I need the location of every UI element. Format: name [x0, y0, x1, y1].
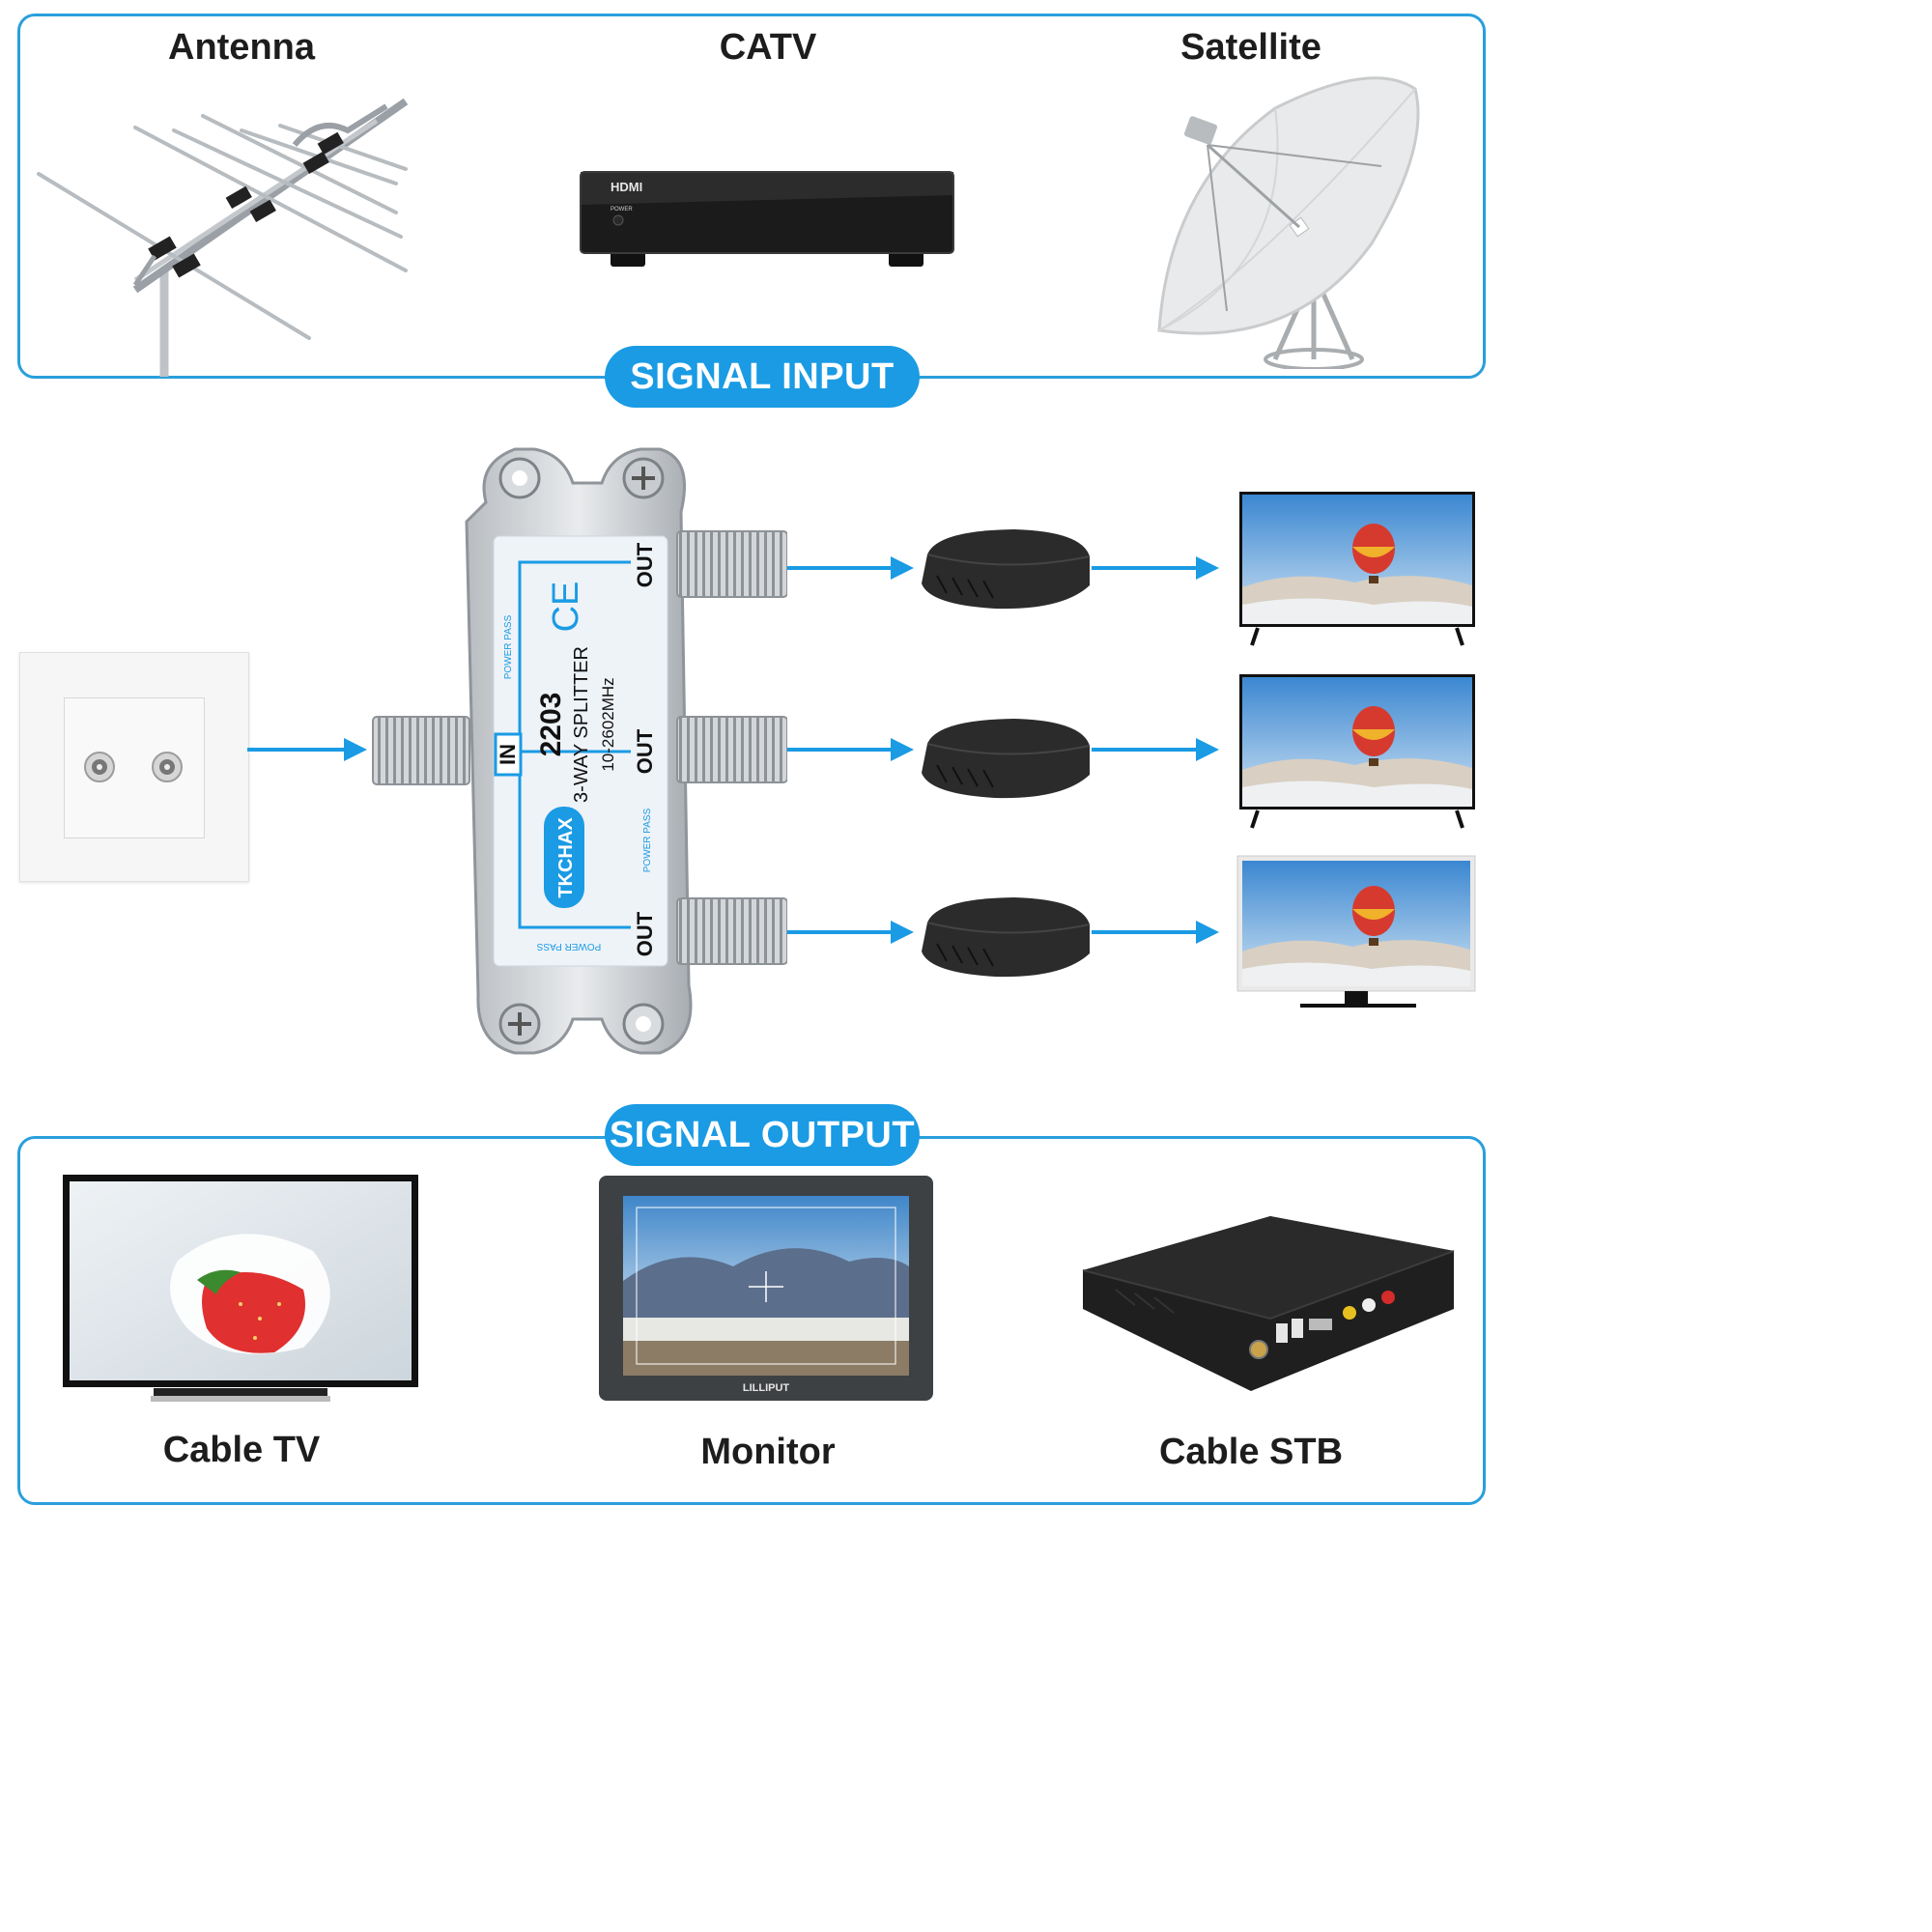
brand-badge: TKCHAX [544, 807, 584, 908]
tv-screen-icon-3 [1236, 855, 1476, 1008]
power-pass-1: POWER PASS [503, 614, 514, 679]
splitter-device: IN 2203 3-WAY SPLITTER 10-2602MHz CE TKC… [372, 447, 787, 1055]
catv-power-text: POWER [611, 207, 633, 213]
brand-label: TKCHAX [555, 817, 577, 898]
tv-screen-icon-1 [1239, 492, 1475, 646]
freq-label: 10-2602MHz [599, 677, 617, 771]
cable-tv-label: Cable TV [162, 1430, 321, 1470]
wall-outlet [19, 652, 249, 882]
ce-mark: CE [546, 582, 586, 633]
monitor-brand-text: LILLIPUT [743, 1382, 790, 1394]
catv-brand-text: HDMI [611, 180, 642, 194]
antenna-icon [37, 98, 409, 377]
receiver-box-icon-1 [922, 529, 1091, 610]
catv-box-icon: HDMI POWER [580, 171, 954, 267]
mounting-screws [498, 457, 665, 1045]
in-label: IN [496, 744, 520, 765]
in-connector [372, 716, 470, 785]
type-label: 3-WAY SPLITTER [571, 646, 592, 803]
satellite-dish-icon [1157, 76, 1420, 369]
catv-label: CATV [719, 27, 817, 68]
out-label-1: OUT [633, 542, 657, 587]
receiver-box-icon-2 [922, 719, 1091, 799]
signal-output-badge: SIGNAL OUTPUT [605, 1104, 920, 1166]
set-top-box-icon [1082, 1216, 1455, 1391]
coax-socket-icon [84, 752, 183, 782]
model-label: 2203 [535, 693, 567, 757]
cable-stb-label: Cable STB [1158, 1432, 1344, 1472]
out-label-3: OUT [633, 911, 657, 956]
signal-arrows [247, 556, 1219, 944]
receiver-box-icon-3 [922, 897, 1091, 978]
signal-input-badge: SIGNAL INPUT [605, 346, 920, 408]
antenna-label: Antenna [168, 27, 315, 68]
monitor-icon: LILLIPUT [599, 1176, 933, 1401]
monitor-label: Monitor [700, 1432, 836, 1472]
power-pass-2: POWER PASS [642, 808, 653, 872]
out-label-2: OUT [633, 728, 657, 774]
stb-ports [1249, 1291, 1395, 1359]
power-pass-3: POWER PASS [536, 941, 601, 952]
satellite-label: Satellite [1180, 27, 1321, 68]
tv-icon [63, 1175, 418, 1402]
tv-screen-icon-2 [1239, 674, 1475, 829]
